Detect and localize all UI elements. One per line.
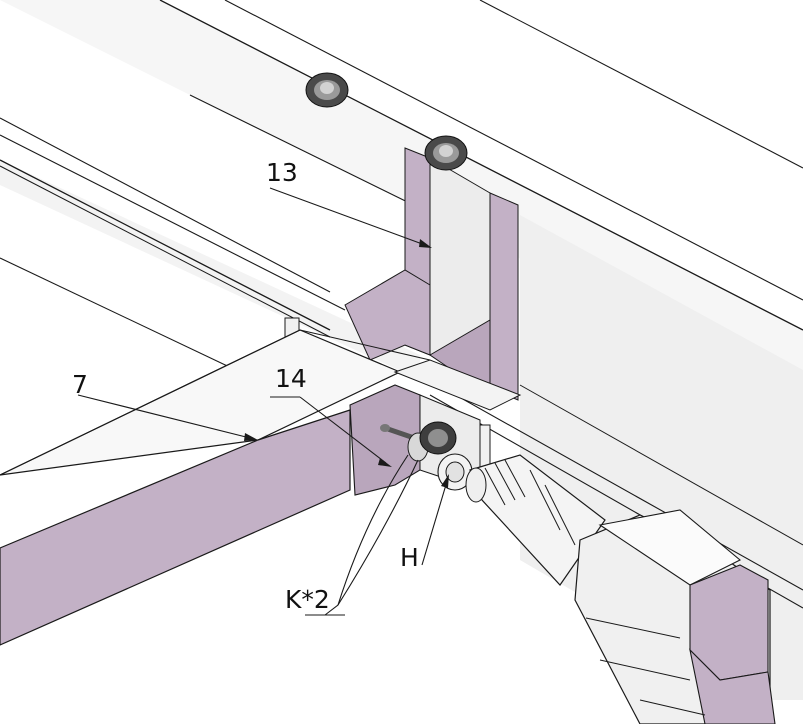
washer-bolt-top-1 — [305, 72, 349, 108]
washer-bolt-top-2 — [424, 135, 468, 171]
top-beam-edge-1 — [159, 0, 803, 331]
drill-line-2 — [544, 484, 576, 546]
drill-ring-3 — [504, 459, 526, 498]
leader-7-arrow — [244, 433, 258, 441]
left-rail-line-2 — [0, 134, 346, 311]
drill-ring-2 — [494, 462, 516, 501]
left-rail-line-1 — [0, 117, 331, 293]
left-rail-face — [0, 160, 420, 380]
label-part-k: K*2 — [285, 585, 330, 614]
drill-grip — [689, 648, 776, 724]
leader-13 — [269, 187, 426, 246]
label-part-h: H — [400, 543, 419, 572]
left-rail-line-5 — [0, 257, 241, 373]
bracket-13-right-panel — [489, 192, 519, 401]
leader-14 — [299, 396, 387, 464]
bolt-k-assembly — [380, 421, 457, 462]
top-beam-edge-3 — [479, 0, 803, 169]
left-rail-line-3 — [0, 159, 331, 331]
leader-13-arrow — [419, 239, 432, 248]
drill-ring-1 — [484, 467, 506, 506]
drill-seam-1 — [585, 617, 681, 639]
drill-seam-3 — [639, 699, 706, 716]
drill-line-1 — [529, 469, 561, 531]
label-part-13: 13 — [266, 158, 298, 187]
right-rail-line-1 — [419, 374, 803, 591]
crossbar-7-far-edge — [299, 329, 431, 361]
label-part-14: 14 — [275, 364, 307, 393]
leader-7 — [77, 394, 251, 439]
leader-h-arrow — [441, 474, 449, 488]
drill-nose-tip — [465, 467, 487, 503]
label-part-7: 7 — [72, 370, 88, 399]
right-rail-line-3 — [519, 384, 803, 546]
crossbar-7-side-face — [0, 409, 351, 646]
crossbar-top-strip — [393, 359, 522, 411]
leader-k-1 — [324, 454, 409, 616]
leader-14-arrow — [378, 458, 392, 467]
drill-handle-top — [598, 509, 741, 586]
top-beam-edge-2 — [224, 0, 803, 301]
leader-h — [421, 477, 449, 566]
left-rail-line-4 — [0, 165, 331, 338]
drill-seam-2 — [599, 659, 691, 681]
leader-k-2 — [337, 459, 419, 606]
crossbar-7-top-edge — [0, 329, 301, 476]
